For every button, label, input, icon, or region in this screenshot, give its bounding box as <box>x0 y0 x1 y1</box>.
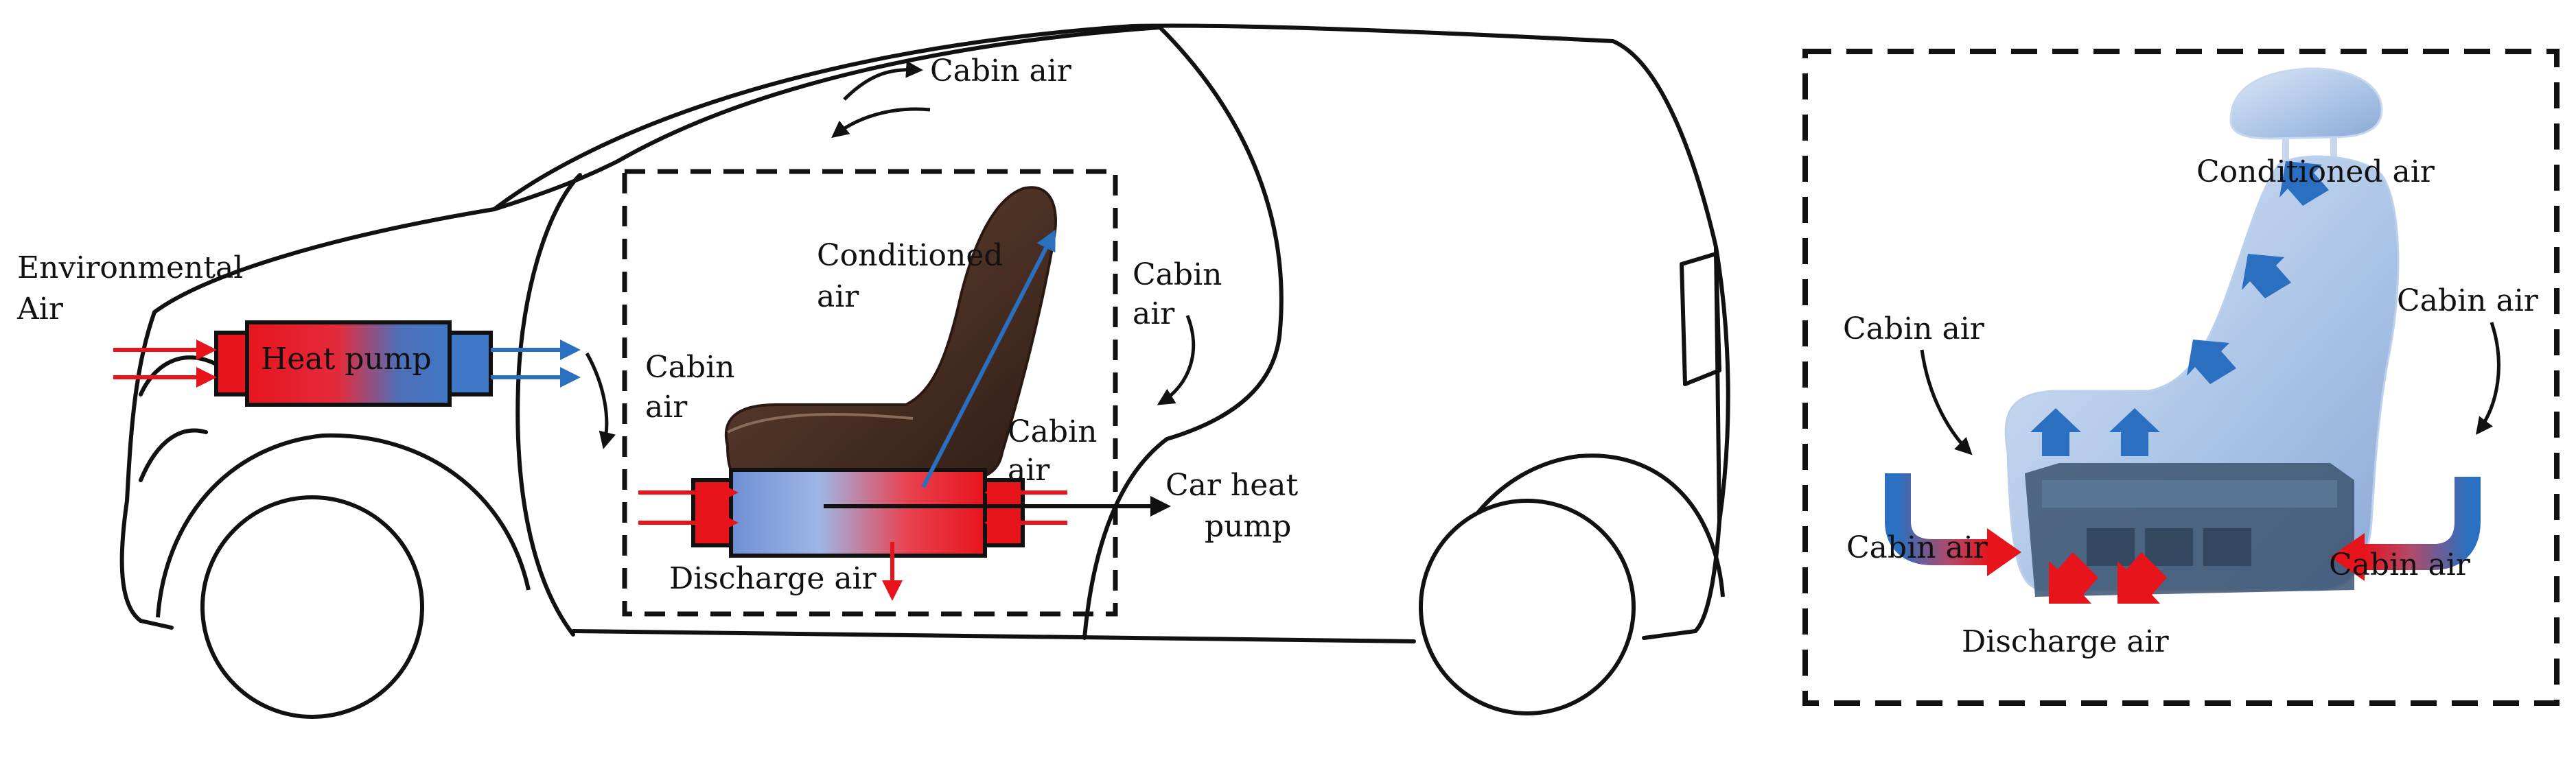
detail-discharge-air-label: Discharge air <box>1962 624 2170 659</box>
cabin-air-right-label-2: air <box>1133 296 1175 331</box>
seat-heat-pump-unit <box>691 468 1025 558</box>
detail-conditioned-air-label: Conditioned air <box>2196 154 2435 189</box>
rear-wheel <box>1419 453 1725 715</box>
inlet-arrowheads <box>1987 528 2365 581</box>
cabin-air-seat-label-2: air <box>1008 453 1050 488</box>
heat-pump-label: Heat pump <box>261 342 432 377</box>
seat-unit-air-arrows <box>638 229 1171 601</box>
heat-pump-unit <box>214 320 493 407</box>
detail-cabin-air-arrows <box>1920 322 2500 455</box>
discharge-air-arrows <box>2049 552 2167 604</box>
conditioned-air-label-1: Conditioned <box>817 238 1003 273</box>
cabin-air-right-label-1: Cabin <box>1133 257 1222 292</box>
car-seat <box>724 186 1057 482</box>
cabin-air-top-label: Cabin air <box>930 54 1072 88</box>
environmental-air-label-2: Air <box>16 292 64 327</box>
seat-detail-panel <box>1802 49 2560 706</box>
car-heat-pump-label-1: Car heat <box>1165 468 1299 503</box>
cabin-air-mid-label-2: air <box>645 390 688 425</box>
inlet-elbows <box>1885 473 2481 570</box>
conditioned-air-label-2: air <box>817 279 859 314</box>
discharge-air-label-left: Discharge air <box>669 561 877 596</box>
cabin-air-mid-label-1: Cabin <box>645 350 734 385</box>
car-heat-pump-label-2: pump <box>1205 509 1291 544</box>
environmental-air-label-1: Environmental <box>17 250 243 285</box>
heat-pump-air-arrows <box>113 340 581 388</box>
detail-cabin-air-inlet-right-label: Cabin air <box>2329 547 2471 582</box>
seat-detail-box <box>622 169 1118 617</box>
detail-seat <box>2004 67 2400 597</box>
detail-cabin-air-right-label: Cabin air <box>2397 283 2539 318</box>
detail-cabin-air-left-label: Cabin air <box>1843 311 1985 346</box>
cabin-air-arrows <box>585 60 1196 449</box>
detail-cabin-air-inlet-left-label: Cabin air <box>1846 530 1988 565</box>
cabin-air-seat-label-1: Cabin <box>1008 414 1097 449</box>
conditioned-air-arrows <box>2030 161 2329 456</box>
front-wheel <box>156 433 531 719</box>
